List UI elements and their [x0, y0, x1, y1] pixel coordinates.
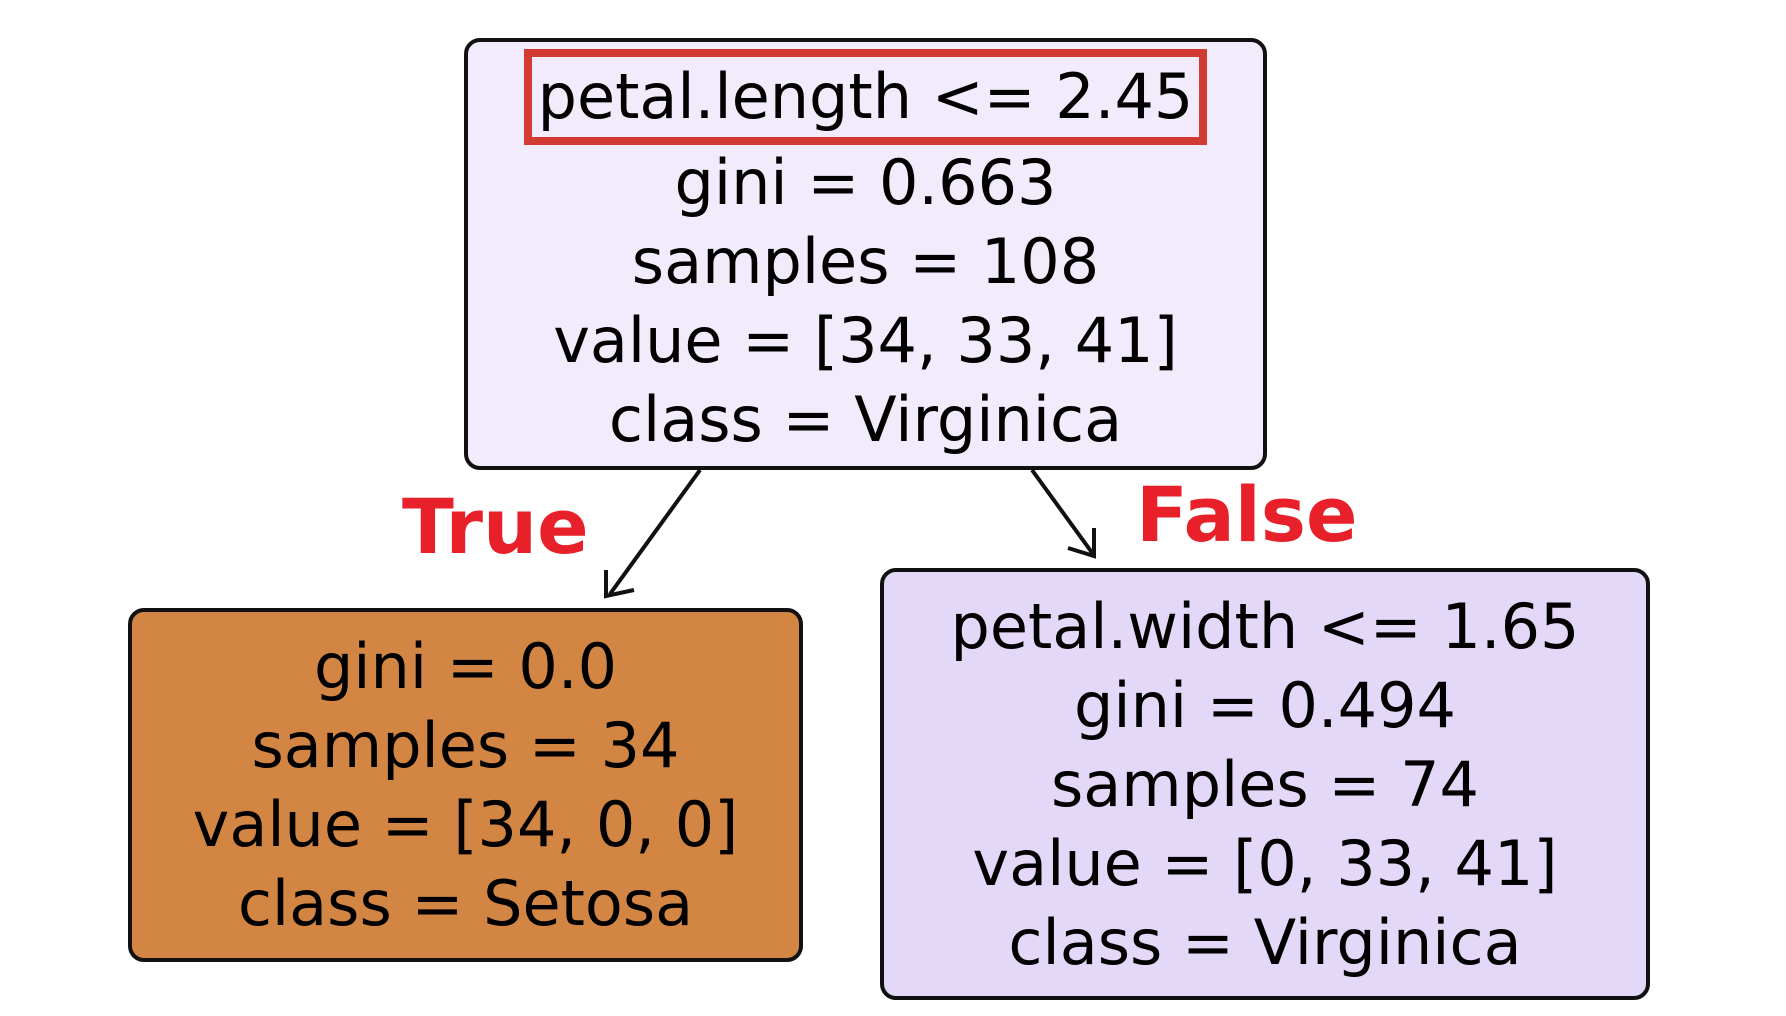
right-gini: gini = 0.494: [1074, 668, 1456, 742]
node-root: petal.length <= 2.45 gini = 0.663 sample…: [464, 38, 1267, 470]
root-gini: gini = 0.663: [674, 146, 1057, 219]
root-samples: samples = 108: [631, 225, 1100, 298]
edge-true-arrowhead: [604, 570, 635, 599]
node-right: petal.width <= 1.65 gini = 0.494 samples…: [880, 568, 1650, 1000]
right-class: class = Virginica: [1008, 905, 1522, 979]
root-value: value = [34, 33, 41]: [553, 304, 1178, 377]
node-left-leaf: gini = 0.0 samples = 34 value = [34, 0, …: [128, 608, 803, 962]
root-split-condition: petal.length <= 2.45: [523, 49, 1208, 145]
edge-label-true: True: [402, 482, 589, 571]
right-value: value = [0, 33, 41]: [972, 826, 1558, 900]
root-class: class = Virginica: [608, 383, 1123, 456]
edge-true-arrow: [608, 468, 702, 596]
left-samples: samples = 34: [251, 709, 680, 782]
edge-false-arrow: [1030, 468, 1095, 556]
right-samples: samples = 74: [1051, 747, 1479, 821]
right-split-condition: petal.width <= 1.65: [950, 589, 1580, 663]
left-class: class = Setosa: [237, 867, 694, 940]
edge-label-false: False: [1136, 470, 1358, 559]
left-gini: gini = 0.0: [313, 630, 618, 703]
edge-false-arrowhead: [1067, 528, 1096, 559]
left-value: value = [34, 0, 0]: [192, 788, 739, 861]
